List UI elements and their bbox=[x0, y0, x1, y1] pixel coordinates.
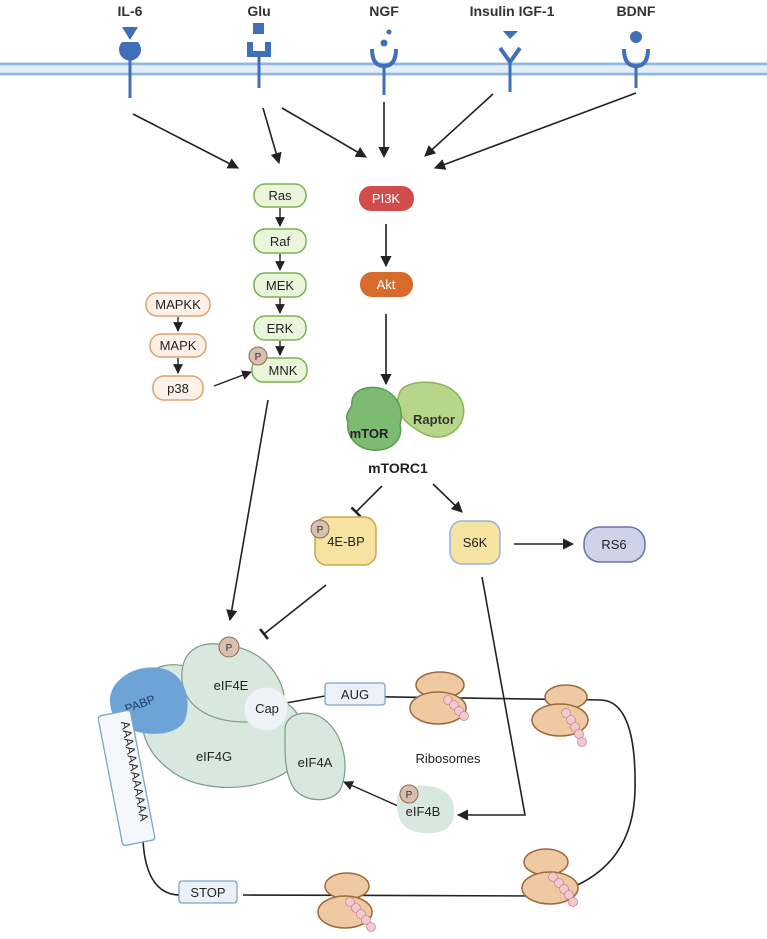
eif4b-to-eif4a-arrow bbox=[343, 781, 399, 807]
ngf-label: NGF bbox=[369, 3, 399, 19]
svg-text:MEK: MEK bbox=[266, 278, 295, 293]
svg-text:MNK: MNK bbox=[269, 363, 298, 378]
p38-to-mnk-arrow bbox=[213, 370, 252, 387]
mtorc1-label: mTORC1 bbox=[368, 460, 428, 476]
eif4g-label: eIF4G bbox=[196, 749, 232, 764]
glu-label: Glu bbox=[247, 3, 270, 19]
stop-box: STOP bbox=[178, 880, 238, 904]
raptor-shape: Raptor bbox=[397, 381, 465, 438]
eif4a-shape: eIF4A bbox=[284, 712, 346, 801]
svg-text:eIF4A: eIF4A bbox=[298, 755, 333, 770]
mek-node: MEK bbox=[253, 272, 307, 298]
receptor-arrows bbox=[132, 92, 637, 170]
svg-text:MAPKK: MAPKK bbox=[155, 297, 201, 312]
4ebp-inhibits-eif4e bbox=[259, 584, 327, 640]
svg-text:PI3K: PI3K bbox=[372, 191, 401, 206]
mnk-node: MNK bbox=[251, 357, 308, 383]
erk-node: ERK bbox=[253, 315, 307, 341]
svg-text:eIF4B: eIF4B bbox=[406, 804, 441, 819]
il6-label: IL-6 bbox=[118, 3, 143, 19]
mtorc1-to-s6k-arrow bbox=[432, 483, 463, 513]
mtorc1-inhibits-4ebp bbox=[350, 485, 383, 518]
insulin-receptor-icon bbox=[498, 31, 522, 92]
4ebp-phospho-icon: P bbox=[310, 519, 330, 539]
svg-text:Cap: Cap bbox=[255, 701, 279, 716]
svg-text:P: P bbox=[406, 790, 413, 801]
mtor-shape: mTOR bbox=[345, 386, 402, 451]
svg-text:STOP: STOP bbox=[190, 885, 225, 900]
ribosome-2 bbox=[531, 684, 589, 747]
raf-node: Raf bbox=[253, 228, 307, 254]
glu-receptor-icon bbox=[247, 23, 271, 88]
p38-node: p38 bbox=[152, 375, 204, 401]
mnk-to-eif4e-arrow bbox=[226, 399, 269, 622]
svg-text:P: P bbox=[317, 525, 324, 536]
akt-node: Akt bbox=[360, 272, 413, 297]
il6-receptor-icon bbox=[118, 27, 141, 98]
aug-box: AUG bbox=[324, 682, 386, 706]
svg-text:AUG: AUG bbox=[341, 687, 369, 702]
cap-shape: Cap bbox=[243, 686, 289, 732]
rs6-node: RS6 bbox=[583, 526, 646, 563]
s6k-to-eif4b-arrow bbox=[456, 576, 526, 821]
pi3k-node: PI3K bbox=[359, 186, 414, 211]
svg-text:ERK: ERK bbox=[267, 321, 294, 336]
svg-text:P: P bbox=[226, 643, 233, 654]
svg-text:p38: p38 bbox=[167, 381, 189, 396]
svg-text:P: P bbox=[255, 352, 262, 363]
ribosomes-label: Ribosomes bbox=[415, 751, 481, 766]
svg-text:mTOR: mTOR bbox=[350, 426, 389, 441]
svg-text:Raf: Raf bbox=[270, 234, 291, 249]
mrna-strand bbox=[142, 695, 636, 897]
svg-text:Akt: Akt bbox=[377, 277, 396, 292]
svg-text:RS6: RS6 bbox=[601, 537, 626, 552]
ribosome-4 bbox=[317, 872, 376, 932]
mapk-node: MAPK bbox=[149, 333, 207, 358]
4ebp-node: 4E-BP bbox=[314, 516, 377, 566]
svg-text:4E-BP: 4E-BP bbox=[327, 534, 365, 549]
ribosome-1 bbox=[409, 671, 469, 725]
svg-text:eIF4E: eIF4E bbox=[214, 678, 249, 693]
eif4b-phospho-icon: P bbox=[399, 784, 419, 804]
insulin-igf1-label: Insulin IGF-1 bbox=[470, 3, 555, 19]
s6k-node: S6K bbox=[449, 520, 501, 565]
ras-node: Ras bbox=[253, 183, 307, 208]
svg-text:Ras: Ras bbox=[268, 188, 292, 203]
mnk-phospho-icon: P bbox=[248, 346, 268, 366]
svg-text:S6K: S6K bbox=[463, 535, 488, 550]
ribosome-3 bbox=[521, 848, 579, 907]
ngf-receptor-icon bbox=[370, 29, 398, 95]
bdnf-label: BDNF bbox=[617, 3, 656, 19]
svg-text:Raptor: Raptor bbox=[413, 412, 455, 427]
eif4e-phospho-icon: P bbox=[218, 636, 240, 658]
svg-text:MAPK: MAPK bbox=[160, 338, 197, 353]
bdnf-receptor-icon bbox=[622, 31, 650, 88]
mapkk-node: MAPKK bbox=[145, 292, 211, 317]
